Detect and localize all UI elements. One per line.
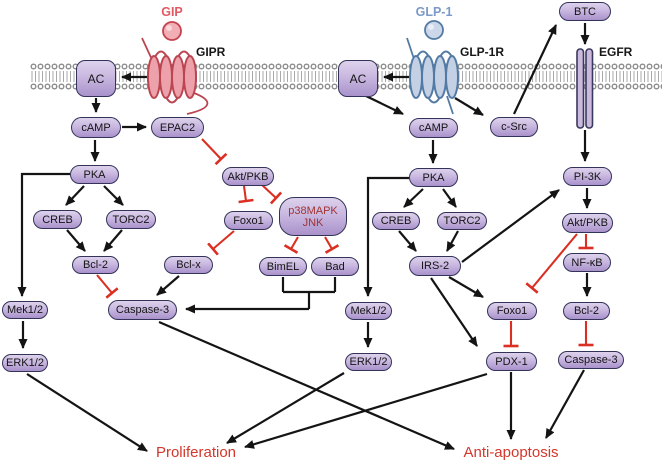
inhibit-p38-to-bad xyxy=(324,236,340,254)
glp1-label: GLP-1 xyxy=(415,5,453,19)
node-bimel: BimEL xyxy=(259,257,307,276)
node-nfkb: NF-κB xyxy=(563,253,611,272)
node-foxo1-right: Foxo1 xyxy=(487,302,537,320)
node-csrc: c-Src xyxy=(490,117,538,137)
proliferation-label: Proliferation xyxy=(155,444,237,461)
node-epac2: EPAC2 xyxy=(151,117,204,138)
node-mek12-left: Mek1/2 xyxy=(2,301,48,319)
arrow-irs2-to-pdx1 xyxy=(430,277,478,347)
inhibit-akt-to-foxo1-right xyxy=(525,233,578,294)
arrow-caspase3-left-to-antiapoptosis xyxy=(158,320,455,451)
node-akt-right: Akt/PKB xyxy=(562,213,613,233)
node-erk12-left: ERK1/2 xyxy=(2,354,48,372)
node-bad: Bad xyxy=(311,257,359,276)
inhibit-epac2-to-akt xyxy=(201,138,228,166)
arrow-glp1r-to-csrc xyxy=(454,97,484,116)
arrow-pdx1-to-proliferation xyxy=(244,372,488,449)
node-torc2-right: TORC2 xyxy=(437,212,487,230)
inhibit-akt-to-foxo1-left xyxy=(238,185,254,204)
connector-bimel-bad-bus xyxy=(281,277,337,309)
node-foxo1-left: Foxo1 xyxy=(224,211,273,230)
node-bclx: Bcl-x xyxy=(164,256,213,274)
arrow-torc2-to-bcl2 xyxy=(103,229,123,252)
arrow-csrc-to-btc xyxy=(513,24,557,115)
inhibit-akt-to-p38mapk xyxy=(260,183,283,205)
arrow-erk12-mid-to-proliferation xyxy=(226,372,345,444)
anti-apoptosis-label: Anti-apoptosis xyxy=(463,444,559,461)
gipr-label: GIPR xyxy=(196,45,226,59)
node-creb-right: CREB xyxy=(372,212,420,230)
node-p38mapk-jnk: p38MAPK JNK xyxy=(279,197,347,236)
arrow-pka-to-creb-right xyxy=(403,188,424,208)
egfr-label: EGFR xyxy=(599,45,633,59)
arrow-irs2-to-pi3k xyxy=(461,189,560,263)
node-creb-left: CREB xyxy=(33,210,82,229)
node-mek12-mid: Mek1/2 xyxy=(345,302,392,320)
gipr-receptor-icon xyxy=(141,37,209,115)
node-erk12-mid: ERK1/2 xyxy=(345,353,392,371)
node-pdx1: PDX-1 xyxy=(486,352,537,371)
arrow-pka-elbow-to-mek12-left xyxy=(17,172,70,297)
glp1r-receptor-icon xyxy=(406,37,459,115)
p38-label-line2: JNK xyxy=(302,216,324,229)
inhibit-foxo1-to-bclx xyxy=(207,230,235,256)
node-camp-left: cAMP xyxy=(71,117,121,138)
arrow-irs2-to-foxo1 xyxy=(448,276,484,298)
glp1r-label: GLP-1R xyxy=(460,45,505,59)
node-irs2: IRS-2 xyxy=(409,256,461,276)
arrow-erk12-left-to-proliferation xyxy=(26,373,148,452)
arrow-pka-to-torc2-left xyxy=(103,185,124,206)
glp1-ligand-icon xyxy=(424,20,444,40)
node-pi3k: PI-3K xyxy=(563,167,612,186)
inhibit-bcl2-to-caspase3-left xyxy=(96,274,119,299)
node-pka-left: PKA xyxy=(70,165,119,184)
node-bcl2-right: Bcl-2 xyxy=(563,302,610,320)
arrow-pka-to-creb-left xyxy=(65,185,85,206)
inhibit-p38-to-bimel xyxy=(283,236,299,254)
node-caspase3-right: Caspase-3 xyxy=(558,351,624,369)
arrow-pka-elbow-to-mek12-mid xyxy=(363,176,409,297)
arrow-creb-to-irs2 xyxy=(398,230,417,252)
arrow-ac-to-camp-right xyxy=(365,95,404,115)
arrow-creb-to-bcl2 xyxy=(66,229,86,252)
node-ac-right: AC xyxy=(338,60,378,97)
gip-ligand-icon xyxy=(162,21,182,41)
node-torc2-left: TORC2 xyxy=(106,210,156,229)
arrow-bclx-to-caspase3 xyxy=(156,275,180,296)
arrow-torc2-to-irs2 xyxy=(446,230,459,252)
node-bcl2-left: Bcl-2 xyxy=(72,256,119,274)
p38-label-line1: p38MAPK xyxy=(288,204,338,217)
arrow-caspase3-right-to-antiapoptosis xyxy=(545,369,585,439)
node-camp-right: cAMP xyxy=(409,118,458,138)
node-ac-left: AC xyxy=(76,60,116,97)
egfr-receptor-icon xyxy=(576,48,594,129)
node-akt-left: Akt/PKB xyxy=(222,167,274,186)
node-btc: BTC xyxy=(559,2,611,21)
node-pka-right: PKA xyxy=(409,168,458,187)
arrow-pka-to-torc2-right xyxy=(442,188,457,208)
gip-label: GIP xyxy=(161,5,183,19)
node-caspase3-left: Caspase-3 xyxy=(108,300,177,320)
